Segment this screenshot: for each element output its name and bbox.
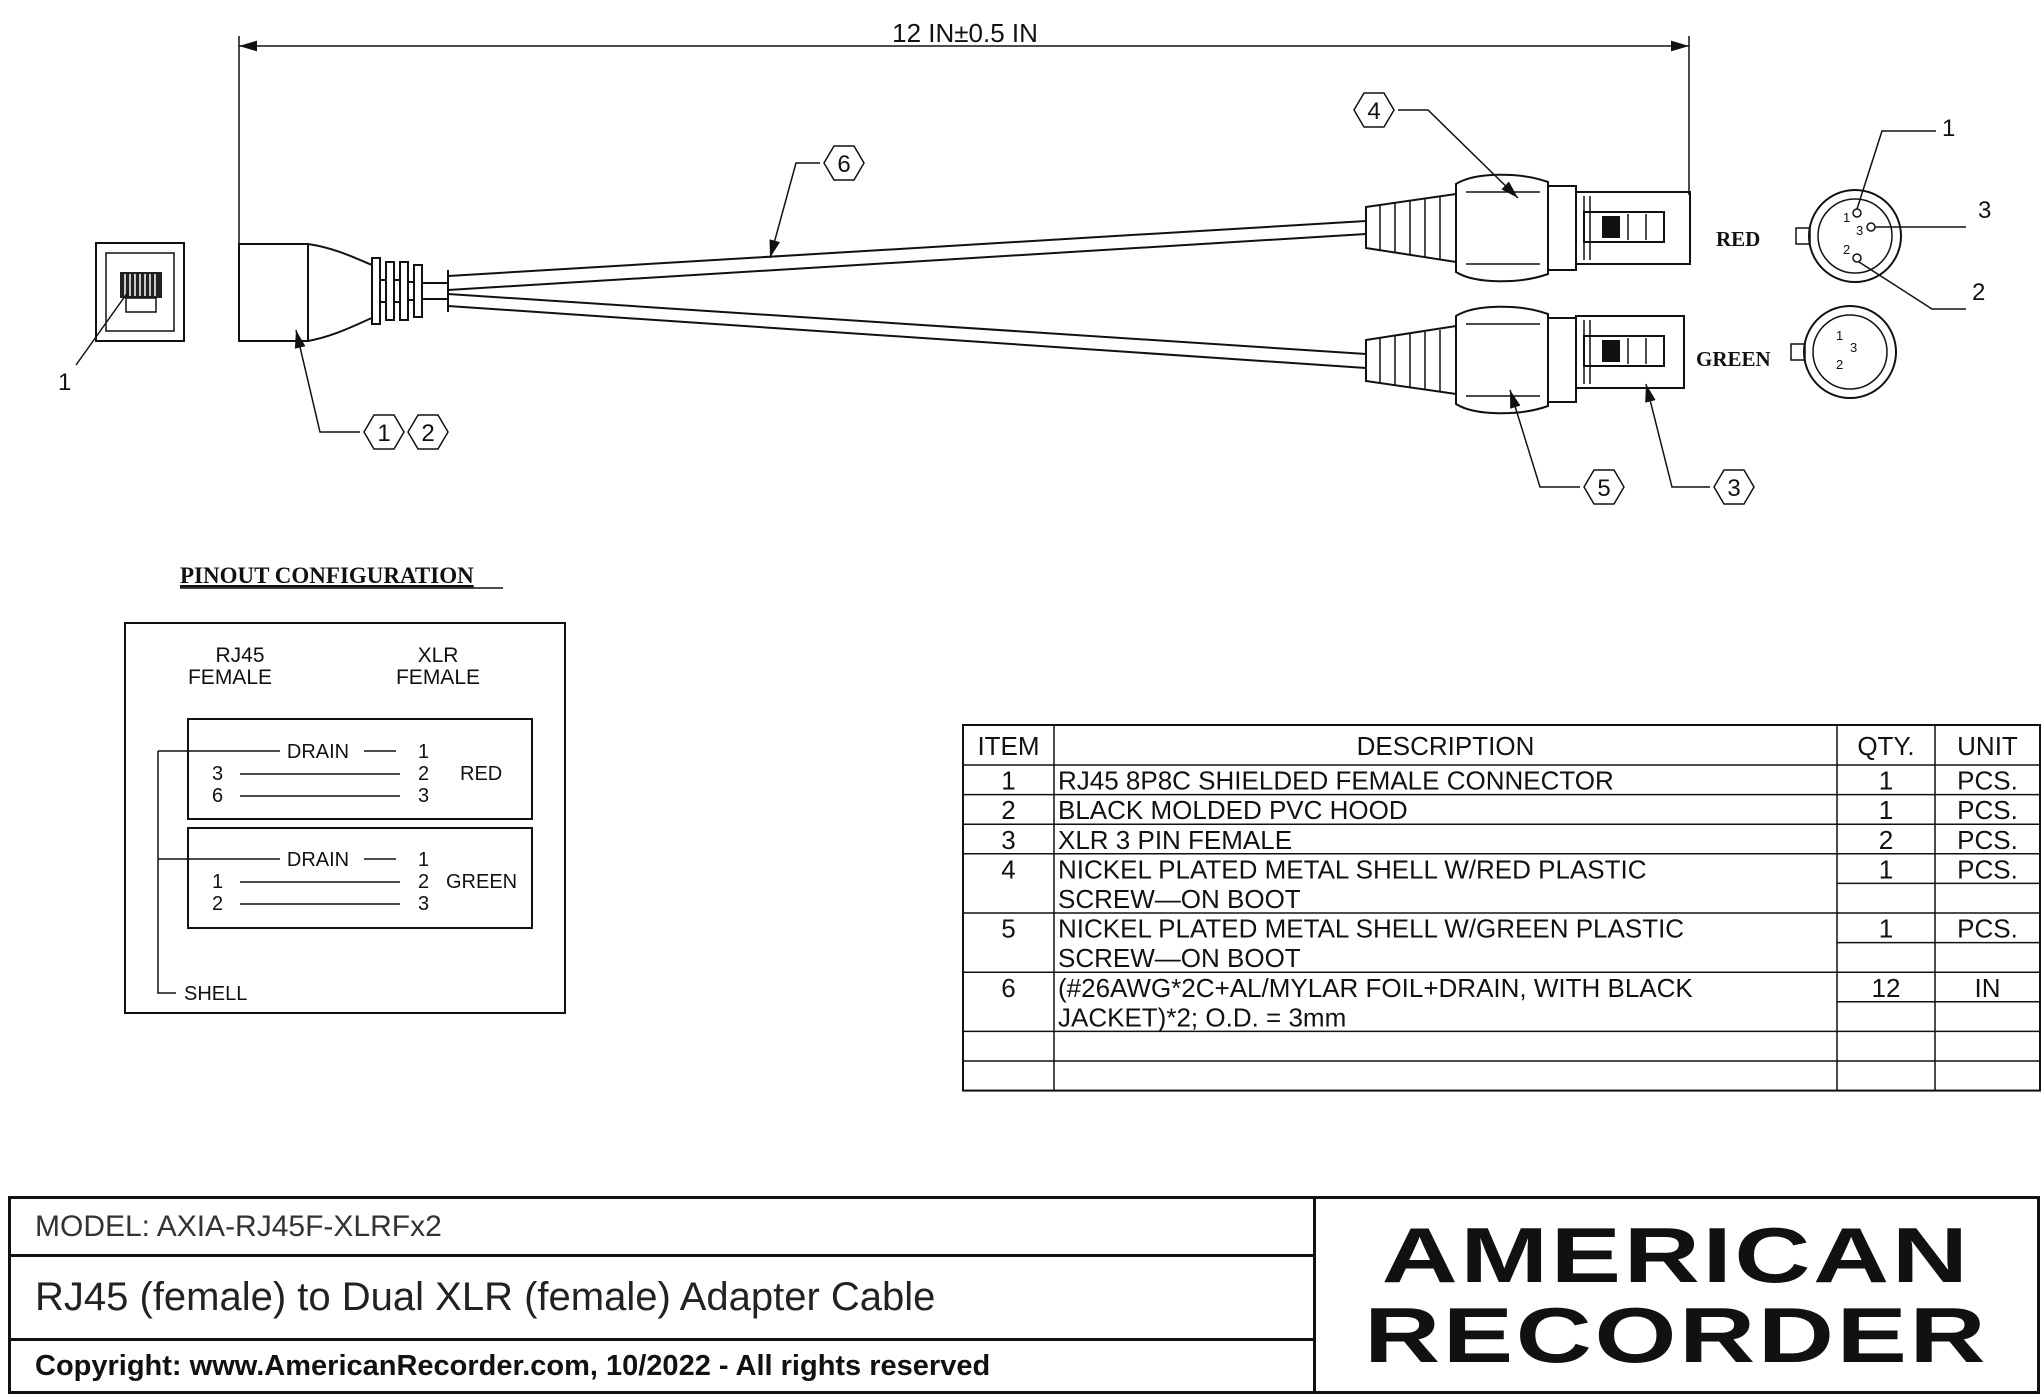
bom-cell: JACKET)*2; O.D. = 3mm — [1058, 1002, 1346, 1032]
bill-of-materials: ITEM DESCRIPTION QTY. UNIT 1 RJ45 8P8C SHIELD… — [962, 724, 2041, 1092]
title-block: MODEL: AXIA-RJ45F-XLRFx2 RJ45 (female) t… — [8, 1196, 2040, 1394]
copyright-notice: Copyright: www.AmericanRecorder.com, 10/… — [35, 1349, 991, 1382]
bom-cell: NICKEL PLATED METAL SHELL W/RED PLASTIC — [1058, 854, 1647, 884]
length-dimension: 12 IN±0.5 IN — [238, 18, 1690, 245]
bom-cell: 1 — [1879, 795, 1893, 825]
pinout-red-group — [187, 718, 533, 820]
bom-cell: 12 — [1872, 973, 1901, 1003]
svg-text:1: 1 — [418, 849, 429, 871]
bom-header-unit: UNIT — [1957, 731, 2018, 761]
red-label: RED — [1716, 227, 1760, 251]
svg-text:1: 1 — [418, 741, 429, 763]
bom-cell: SCREW—ON BOOT — [1058, 884, 1301, 914]
svg-text:RED: RED — [460, 763, 502, 785]
callout-5: 5 — [1509, 389, 1625, 505]
xlr-pin-3-label: 3 — [1978, 197, 1991, 224]
svg-text:4: 4 — [1367, 98, 1380, 125]
svg-text:1: 1 — [1836, 328, 1843, 343]
svg-text:6: 6 — [212, 785, 223, 807]
svg-text:FEMALE: FEMALE — [396, 666, 480, 689]
callout-4: 4 — [1353, 92, 1519, 199]
company-logo: AMERICAN RECORDER — [1316, 1199, 2037, 1391]
rj45-pin-label: 1 — [58, 369, 71, 396]
logo-line-1: AMERICAN — [1381, 1211, 1972, 1299]
bom-cell: 1 — [1879, 766, 1893, 796]
xlr-face-pin-3: 3 — [1856, 223, 1863, 238]
svg-text:2: 2 — [212, 893, 223, 915]
green-label: GREEN — [1696, 347, 1771, 371]
xlr-pin-2-label: 2 — [1972, 279, 1985, 306]
pinout-green-group — [187, 827, 533, 929]
rj45-header: RJ45 — [215, 644, 264, 667]
callout-3: 3 — [1645, 383, 1755, 505]
pinout-configuration: PINOUT CONFIGURATION RJ45 FEMALE XLR FEM… — [124, 563, 566, 1014]
svg-text:1: 1 — [377, 420, 390, 447]
bom-cell: PCS. — [1957, 825, 2018, 855]
bom-cell: 1 — [1001, 766, 1015, 796]
bom-cell: PCS. — [1957, 854, 2018, 884]
svg-text:3: 3 — [212, 763, 223, 785]
xlr-face-pin-1: 1 — [1843, 210, 1850, 225]
bom-cell: 2 — [1001, 795, 1015, 825]
xlr-face-pin-2: 2 — [1843, 242, 1850, 257]
bom-cell: 1 — [1879, 914, 1893, 944]
bom-cell: IN — [1975, 973, 2001, 1003]
title-block-text: MODEL: AXIA-RJ45F-XLRFx2 RJ45 (female) t… — [11, 1199, 1316, 1391]
svg-text:2: 2 — [1836, 357, 1843, 372]
svg-text:3: 3 — [418, 893, 429, 915]
shell-label: SHELL — [184, 983, 247, 1005]
cables — [447, 220, 1367, 369]
logo-line-2: RECORDER — [1364, 1291, 1989, 1379]
svg-text:FEMALE: FEMALE — [188, 666, 272, 689]
bom-header-qty: QTY. — [1857, 731, 1914, 761]
svg-text:3: 3 — [1727, 475, 1740, 502]
bom-cell: 6 — [1001, 973, 1015, 1003]
svg-text:2: 2 — [421, 420, 434, 447]
bom-cell: 5 — [1001, 914, 1015, 944]
length-label: 12 IN±0.5 IN — [892, 18, 1038, 48]
svg-text:3: 3 — [418, 785, 429, 807]
bom-cell: RJ45 8P8C SHIELDED FEMALE CONNECTOR — [1058, 766, 1614, 796]
drawing-title: RJ45 (female) to Dual XLR (female) Adapt… — [11, 1257, 1313, 1341]
xlr-face-green: 1 3 2 — [1790, 305, 1897, 399]
bom-cell: 4 — [1001, 854, 1015, 884]
bom-cell: (#26AWG*2C+AL/MYLAR FOIL+DRAIN, WITH BLA… — [1058, 973, 1693, 1003]
bom-cell: XLR 3 PIN FEMALE — [1058, 825, 1292, 855]
bom-cell: PCS. — [1957, 795, 2018, 825]
xlr-pin-1-label: 1 — [1942, 115, 1955, 142]
callout-1-2: 1 2 — [294, 329, 449, 450]
xlr-header: XLR — [418, 644, 459, 667]
svg-text:GREEN: GREEN — [446, 871, 517, 893]
cable-drawing: 12 IN±0.5 IN 1 — [58, 18, 2041, 1092]
rj45-port-face: 1 — [58, 242, 185, 396]
bom-cell: PCS. — [1957, 914, 2018, 944]
callout-6: 6 — [769, 145, 865, 259]
svg-text:DRAIN: DRAIN — [287, 741, 349, 763]
pinout-title: PINOUT CONFIGURATION — [180, 563, 474, 588]
model-number: MODEL: AXIA-RJ45F-XLRFx2 — [11, 1199, 1313, 1257]
bom-cell: PCS. — [1957, 766, 2018, 796]
svg-text:2: 2 — [418, 871, 429, 893]
xlr-connector-red: RED — [1365, 173, 1760, 283]
bom-header-description: DESCRIPTION — [1357, 731, 1535, 761]
xlr-connector-green: GREEN — [1365, 305, 1771, 415]
svg-text:2: 2 — [418, 763, 429, 785]
bom-cell: NICKEL PLATED METAL SHELL W/GREEN PLASTI… — [1058, 914, 1684, 944]
bom-cell: 2 — [1879, 825, 1893, 855]
bom-header-item: ITEM — [977, 731, 1039, 761]
bom-cell: BLACK MOLDED PVC HOOD — [1058, 795, 1408, 825]
bom-cell: 1 — [1879, 854, 1893, 884]
svg-text:1: 1 — [212, 871, 223, 893]
svg-text:DRAIN: DRAIN — [287, 849, 349, 871]
xlr-face-red: 1 3 2 1 3 2 — [1795, 115, 1991, 310]
svg-text:5: 5 — [1597, 475, 1610, 502]
svg-text:6: 6 — [837, 151, 850, 178]
bom-cell: 3 — [1001, 825, 1015, 855]
svg-text:3: 3 — [1850, 340, 1857, 355]
rj45-hood — [238, 243, 449, 342]
bom-cell: SCREW—ON BOOT — [1058, 943, 1301, 973]
